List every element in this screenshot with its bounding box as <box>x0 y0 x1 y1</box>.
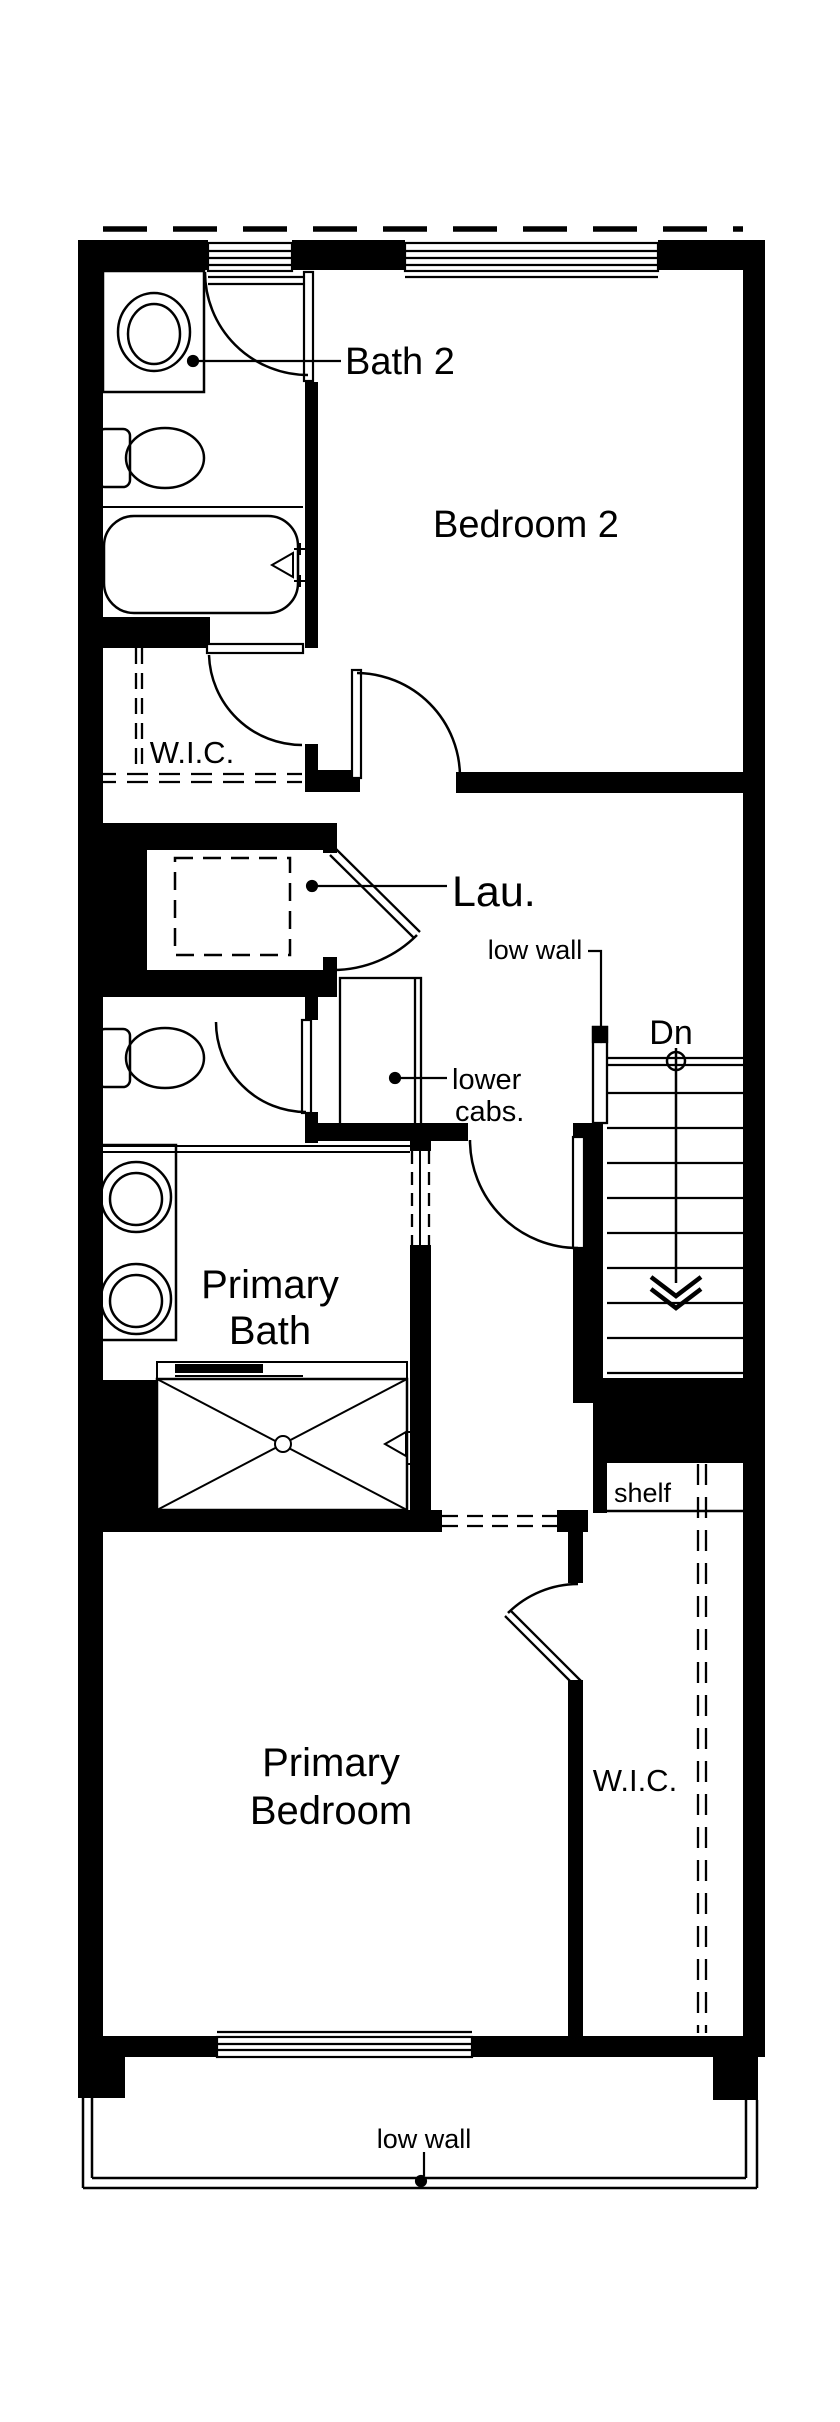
lower-cabs-label-line1: lower <box>452 1064 522 1096</box>
primary-vanity <box>96 1143 178 1342</box>
shelf-label: shelf <box>614 1478 672 1508</box>
stairs <box>468 1025 743 1375</box>
primary-bath-pocket-door <box>410 1151 431 1245</box>
leader-lines <box>186 354 608 2188</box>
wic-primary-label: W.I.C. <box>593 1763 677 1798</box>
shower-icon <box>155 1377 420 1512</box>
washer-dryer-dashed-box <box>173 856 292 957</box>
shower-faucet-icon <box>382 1426 420 1470</box>
primary-sink-2-icon <box>99 1262 173 1336</box>
wic-upper-door <box>205 642 305 747</box>
primary-wic-closet <box>593 1464 743 2033</box>
bedroom2-door <box>350 668 462 780</box>
doors-upper <box>203 270 462 780</box>
primary-bath-fixtures <box>96 1018 557 1528</box>
stairs-down-arrow <box>649 1048 703 1311</box>
tub-faucet-icon <box>269 543 306 587</box>
laundry-bifold-door <box>329 848 421 972</box>
lau-leader <box>305 879 447 893</box>
shower-curb <box>156 1361 408 1380</box>
bath2-label: Bath 2 <box>345 341 455 383</box>
bathtub-icon <box>102 514 300 615</box>
bath2-fixtures <box>96 269 306 615</box>
stairs-low-wall-label: low wall <box>488 935 583 965</box>
bath2-sink-icon <box>116 291 192 373</box>
deck-low-wall-label: low wall <box>377 2124 472 2154</box>
stairs-low-wall-leader <box>588 949 608 1044</box>
bedroom2-label: Bedroom 2 <box>433 504 619 546</box>
wic-upper-label: W.I.C. <box>150 735 234 770</box>
laundry-label: Lau. <box>452 868 536 916</box>
window-bedroom2 <box>403 241 660 279</box>
window-bath2 <box>206 241 304 286</box>
lower-cabs-label-line2: cabs. <box>455 1096 524 1128</box>
deck-low-wall-leader <box>414 2152 428 2188</box>
primary-bedroom-label-line1: Primary <box>262 1741 400 1785</box>
window-primary-bedroom <box>215 2030 474 2059</box>
interior-walls <box>78 382 743 2036</box>
primary-bath-label-line1: Primary <box>201 1263 339 1307</box>
wic-upper-closet <box>95 648 302 784</box>
bath2-vanity <box>101 269 206 394</box>
lower-cabinets <box>338 976 423 1127</box>
hall-door <box>468 1135 586 1250</box>
bath2-leader <box>186 354 341 368</box>
laundry-closet <box>173 848 421 972</box>
primary-bath-label-line2: Bath <box>229 1309 311 1353</box>
primary-sink-1-icon <box>99 1160 173 1234</box>
stairs-down-label: Dn <box>649 1014 692 1052</box>
windows <box>206 241 660 2059</box>
primary-toilet-icon <box>96 1026 206 1090</box>
primary-bedroom-door <box>504 1582 582 1687</box>
lower-cabs-leader <box>388 1071 447 1085</box>
bath2-door <box>203 270 315 383</box>
labels: Bath 2 Bedroom 2 W.I.C. Lau. low wall Dn… <box>150 341 693 2154</box>
wc-door <box>214 1018 313 1115</box>
exterior-walls <box>78 240 765 2100</box>
bedroom-wall-pocket-door <box>442 1514 557 1528</box>
bath2-toilet-icon <box>96 426 206 490</box>
primary-bedroom-label-line2: Bedroom <box>250 1789 412 1833</box>
